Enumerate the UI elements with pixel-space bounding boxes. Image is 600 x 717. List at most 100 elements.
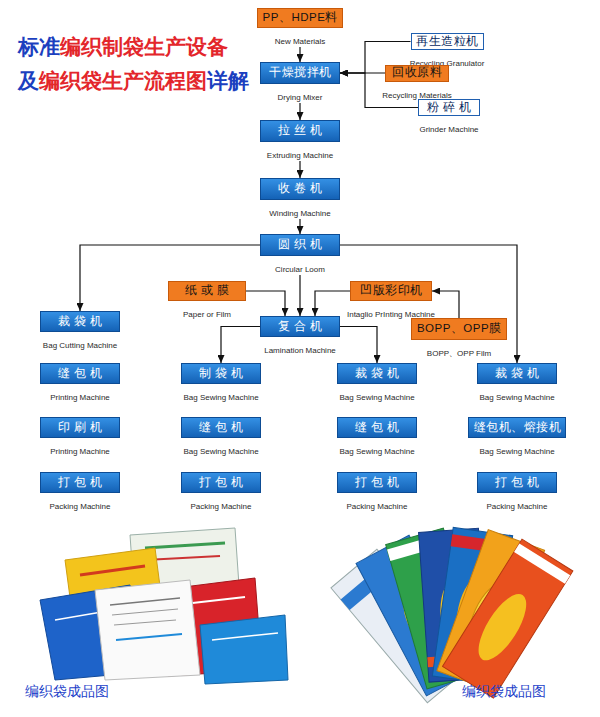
process-box: 缝包机 Bag Sewing Machine [337, 417, 417, 457]
process-box: 收卷机 Winding Machine [260, 178, 340, 219]
title-part: 及 [18, 69, 39, 92]
caption-line: Printing Machine [40, 441, 120, 457]
english-caption: Printing Machine [50, 394, 110, 402]
box-label: 拉丝机 [274, 125, 326, 137]
process-box: 印刷机 Printing Machine [40, 417, 120, 457]
english-caption: Printing Machine [50, 448, 110, 456]
caption-line: Drying Mixer [260, 87, 340, 103]
bag-shape [116, 634, 182, 640]
english-caption: Bag Cutting Machine [43, 342, 117, 350]
box-label: 打包机 [351, 477, 403, 489]
box-label: 圆织机 [274, 239, 326, 251]
box-face: 复合机 [260, 316, 340, 337]
box-label: 收卷机 [274, 183, 326, 195]
box-face: 圆织机 [260, 234, 340, 256]
photo-caption: 编织袋成品图 [462, 684, 546, 699]
bag-shape [114, 620, 176, 625]
process-box: 粉碎机Grinder Machine [418, 99, 480, 135]
english-caption: Packing Machine [50, 503, 111, 511]
box-label: 粉碎机 [423, 102, 475, 114]
process-box: 凹版彩印机Intaglio PrInting Machine [346, 281, 437, 320]
process-box: PP、HDPE料New Materials [257, 8, 343, 47]
english-caption: Packing Machine [347, 503, 408, 511]
box-face: 打包机 [337, 472, 417, 493]
diagram-title: 标准编织制袋生产设备 及编织袋生产流程图详解 [18, 30, 249, 98]
process-box: 打包机 Packing Machine [337, 472, 417, 512]
box-face: 缝包机 [337, 417, 417, 438]
caption-line: Packing Machine [181, 496, 261, 512]
box-face: 缝包机 [181, 417, 261, 438]
process-box: 打包机 Packing Machine [40, 472, 120, 512]
box-label: 打包机 [54, 477, 106, 489]
flow-arrow [221, 327, 260, 364]
process-box: 干燥搅拌机 Drying Mixer [260, 62, 340, 103]
bag-shape [80, 566, 145, 575]
box-face: 裁袋机 [477, 363, 557, 384]
flow-arrow [315, 291, 350, 316]
process-box: 拉丝机 Extruding Machine [260, 120, 340, 161]
process-box: 圆织机Circular Loom [260, 234, 340, 275]
box-label: 打包机 [491, 477, 543, 489]
bag-shape [145, 543, 225, 548]
box-face: 拉丝机 [260, 120, 340, 142]
bag-shape [470, 587, 536, 667]
flow-arrow [340, 327, 377, 364]
left-bag-photo [40, 528, 288, 684]
box-face: 收卷机 [260, 178, 340, 200]
english-caption: Bag Sewing Machine [479, 394, 554, 402]
english-caption: Extruding Machine [267, 152, 333, 160]
bag-shape [95, 580, 200, 680]
title-part: 标准 [18, 35, 60, 58]
english-caption: Bag Sewing Machine [479, 448, 554, 456]
box-label: 复合机 [274, 321, 326, 333]
flow-arrow [246, 291, 285, 316]
caption-line: Bag Sewing Machine [181, 387, 261, 403]
box-label: 回收原料 [392, 67, 443, 79]
right-bag-photo [331, 527, 573, 702]
english-caption: Winding Machine [269, 210, 330, 218]
process-box: 打包机Packing Machine [477, 472, 557, 512]
flow-arrow [299, 275, 300, 316]
box-label: 打包机 [195, 477, 247, 489]
caption-line: Bag Sewing Machine [477, 387, 557, 403]
box-face: 干燥搅拌机 [260, 62, 340, 84]
caption-line: BOPP、OPP Film [411, 343, 507, 359]
bag-shape [514, 543, 570, 583]
box-label: BOPP、OPP膜 [416, 323, 501, 335]
box-face: 裁袋机 [40, 311, 120, 332]
bag-shape [443, 539, 573, 698]
english-caption: Paper or Film [183, 311, 231, 319]
caption-line: Packing Machine [337, 496, 417, 512]
english-caption: Drying Mixer [278, 94, 323, 102]
box-face: 缝包机 [40, 363, 120, 384]
process-box: 缝包机、熔接机 Bag Sewing Machine [468, 417, 566, 457]
box-label: PP、HDPE料 [262, 12, 338, 24]
box-face: 打包机 [40, 472, 120, 493]
caption-line: Bag Sewing Machine [468, 441, 566, 457]
process-box: 制袋机Bag Sewing Machine [181, 363, 261, 403]
english-caption: Bag Sewing Machine [339, 448, 414, 456]
box-face: BOPP、OPP膜 [411, 318, 507, 340]
box-face: 裁袋机 [337, 363, 417, 384]
box-label: 干燥搅拌机 [269, 67, 332, 79]
caption-line: Packing Machine [40, 496, 120, 512]
caption-line: Extruding Machine [260, 145, 340, 161]
flow-arrow [299, 219, 300, 234]
process-box: 缝包机Bag Sewing Machine [181, 417, 261, 457]
bag-shape [112, 609, 178, 615]
box-face: 纸或膜 [168, 281, 246, 301]
box-face: 回收原料 [385, 65, 449, 82]
box-label: 缝包机、熔接机 [473, 422, 561, 434]
title-part: 编织制袋生产设备 [60, 35, 228, 58]
process-box: 裁袋机 Bag Sewing Machine [477, 363, 557, 403]
english-caption: Packing Machine [191, 503, 252, 511]
box-face: 印刷机 [40, 417, 120, 438]
box-label: 裁袋机 [54, 316, 106, 328]
flow-arrow [432, 291, 459, 318]
box-label: 缝包机 [54, 368, 106, 380]
process-box: BOPP、OPP膜 BOPP、OPP Film [411, 318, 507, 359]
caption-line: Bag Sewing Machine [337, 387, 417, 403]
box-face: 缝包机、熔接机 [468, 417, 566, 438]
box-face: 再生造粒机 [411, 33, 484, 50]
